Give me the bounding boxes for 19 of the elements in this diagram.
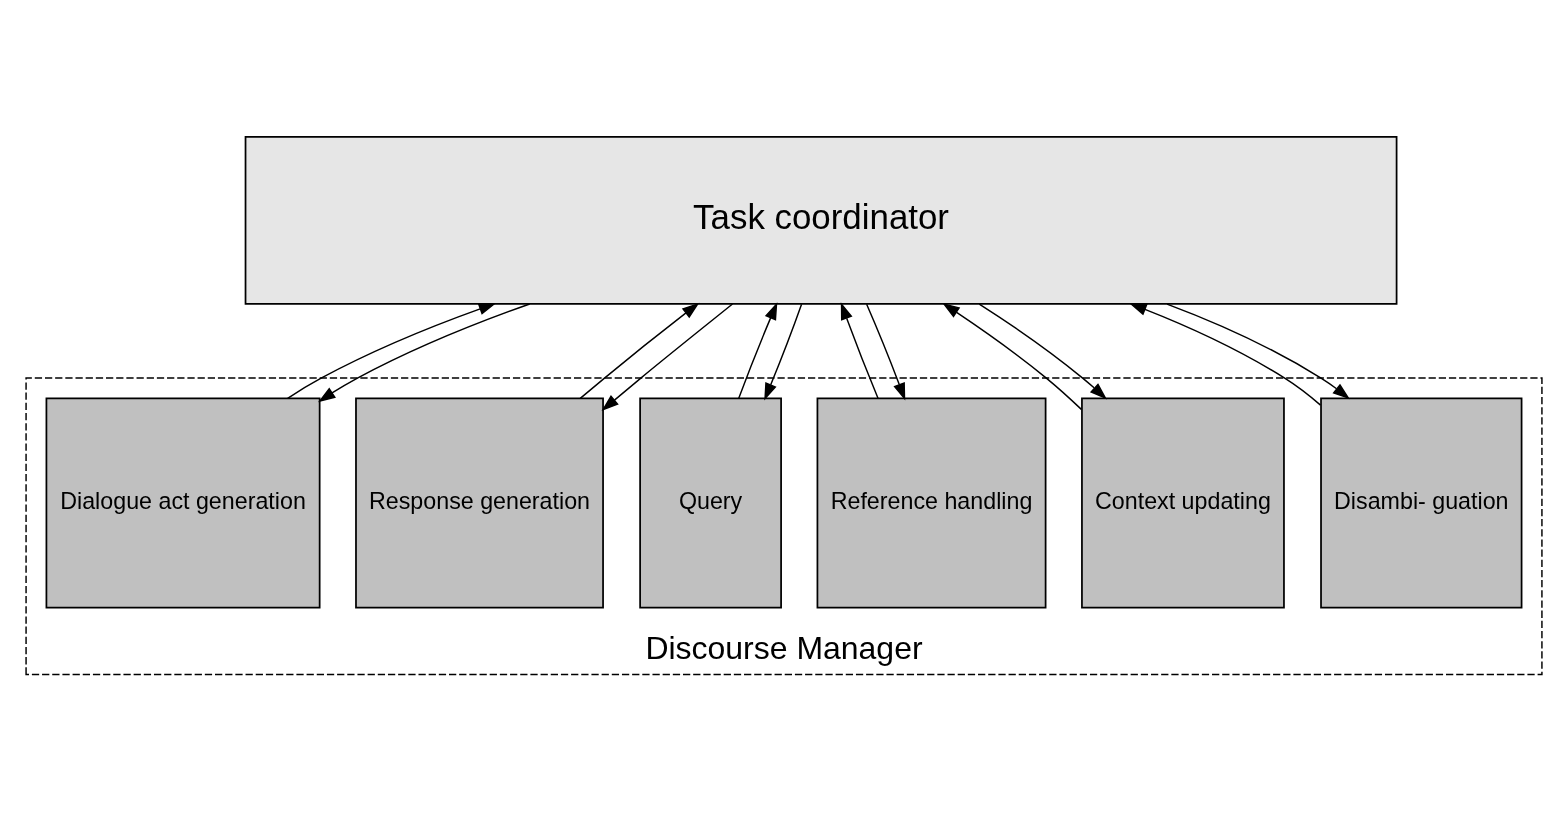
node-box: Dialogue act generation	[45, 397, 321, 609]
arrow	[737, 301, 778, 399]
node-box: Query	[639, 397, 782, 609]
arrow	[942, 302, 1083, 410]
arrow	[601, 302, 734, 411]
node-box: Disambi- guation	[1320, 397, 1523, 609]
node-box: Context updating	[1081, 397, 1285, 609]
node-box: Reference handling	[816, 397, 1047, 609]
arrow	[286, 302, 497, 399]
node-box: Task coordinator	[244, 135, 1398, 305]
arrow	[978, 302, 1107, 399]
arrow	[764, 303, 803, 400]
arrow	[1129, 302, 1322, 406]
arrow	[840, 301, 879, 399]
node-box: Response generation	[355, 397, 604, 609]
arrow	[865, 303, 906, 400]
arrow	[579, 302, 700, 399]
arrow	[1166, 302, 1350, 399]
arrow	[318, 302, 531, 402]
